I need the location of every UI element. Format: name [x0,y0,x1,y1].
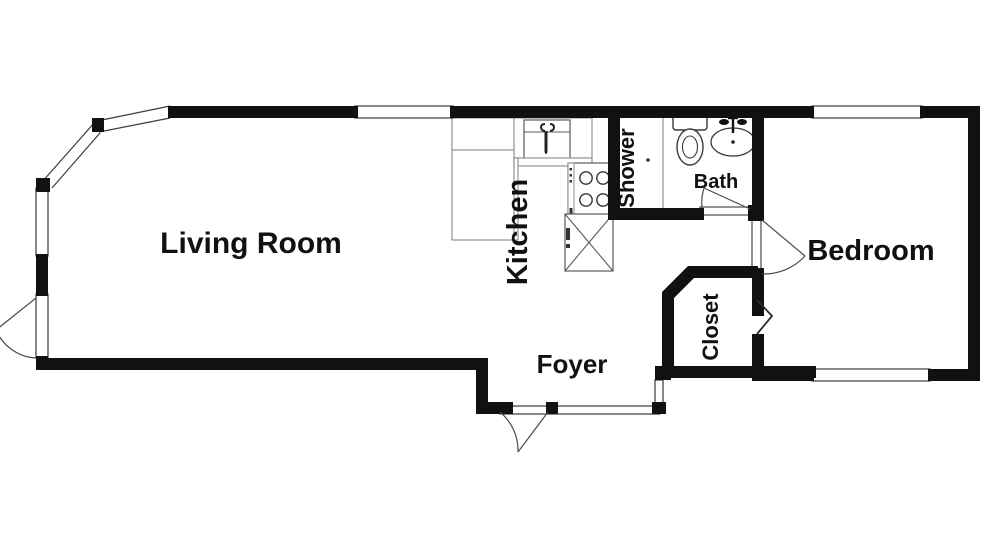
wall-north-bath [608,106,760,118]
room-label-kitchen: Kitchen [502,179,534,285]
wall-corner-foyer-ne [655,366,671,380]
window-foyer-south [499,405,661,415]
walls-layer [36,106,980,414]
kitchen-sink-icon [523,119,571,161]
door-closet-bifold[interactable] [756,299,774,335]
wall-closet-south [662,366,764,378]
room-label-bedroom: Bedroom [807,235,934,267]
room-label-living-room: Living Room [160,227,342,260]
room-labels-layer: Living Room Kitchen Shower Bath Bedroom … [160,128,934,379]
door-bedroom[interactable] [761,219,806,275]
wall-living-south [36,358,488,370]
windows-layer [35,105,931,415]
wall-bedroom-north-left [752,106,814,118]
wall-living-north-left [168,106,358,118]
window-bedroom-south [811,368,931,382]
wall-foyer-south-mid [546,402,558,414]
window-living-room-west-lower [35,293,49,359]
wall-foyer-southwest-stub [476,402,498,414]
wall-shower-south [608,208,670,220]
sill-bath-door [699,206,756,216]
window-bay-lower [41,121,101,189]
toilet-icon [672,113,708,166]
door-foyer-entry[interactable] [499,411,549,453]
room-label-shower: Shower [614,128,639,208]
wall-bedroom-east [968,106,980,381]
wall-bedroom-south-right [928,369,980,381]
wall-living-north-right [450,106,610,118]
wall-bath-bedroom [752,106,764,218]
door-living-room-exterior[interactable] [0,296,37,359]
shower-drain-icon [646,158,650,162]
wall-closet-west [662,292,674,378]
bathroom-sink-icon [710,116,756,157]
wall-foyer-south-stub [497,402,513,414]
wall-closet-north [688,266,758,278]
room-label-bath: Bath [694,171,738,193]
kitchen-counter-icon [451,117,515,241]
stove-range-icon [567,162,614,222]
window-bedroom-north [811,105,923,119]
doors-layer [0,187,806,453]
window-living-room-west-upper [35,187,49,257]
refrigerator-icon [564,213,614,272]
wall-bath-south [664,208,704,220]
wall-corner-foyer-se [652,402,666,414]
wall-foyer-west [476,358,488,414]
door-bath[interactable] [701,187,751,210]
wall-kitchen-shower [608,106,620,220]
wall-bedroom-southwest [758,366,816,378]
sill-bedroom-door [751,217,762,274]
wall-bay-corner-upper [92,118,104,132]
window-living-room-north [354,105,454,119]
wall-corner-bath-se [748,205,764,221]
kitchen-peninsula [513,157,519,241]
window-bay-upper [96,105,171,133]
wall-living-west-mid [36,254,48,296]
room-label-closet: Closet [698,293,723,361]
room-label-foyer: Foyer [537,349,608,379]
wall-bedroom-north-right [920,106,980,118]
wall-bay-corner-lower [36,178,50,192]
